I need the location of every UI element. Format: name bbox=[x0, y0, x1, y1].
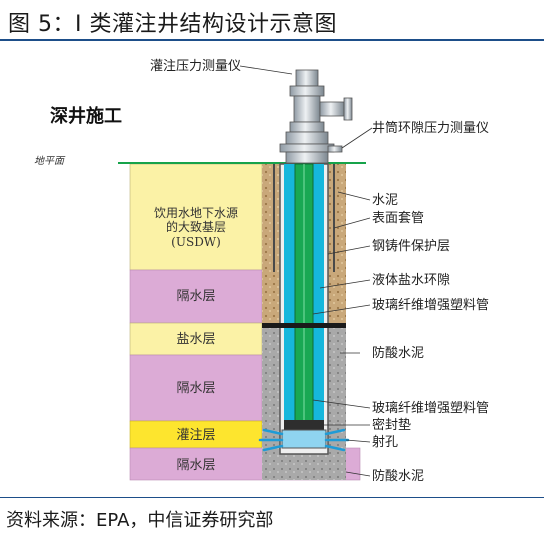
figure-title: 图 5：I 类灌注井结构设计示意图 bbox=[8, 12, 337, 37]
injection-layer bbox=[129, 420, 263, 449]
aquitard-layer-2 bbox=[129, 354, 263, 422]
callout-acid-cement-2: 防酸水泥 bbox=[372, 468, 424, 484]
callout-liquid-brine: 液体盐水环隙 bbox=[372, 273, 450, 288]
callout-frp-pipe-1: 玻璃纤维增强塑料管 bbox=[372, 298, 489, 313]
packer bbox=[284, 420, 324, 430]
usdw-layer bbox=[129, 163, 263, 271]
callout-steel-casing: 钢铸件保护层 bbox=[372, 238, 450, 254]
casing-band bbox=[262, 323, 346, 328]
ground-label: 地平面 bbox=[34, 155, 66, 167]
usdw-label-3: (USDW) bbox=[171, 235, 221, 249]
source-divider bbox=[0, 497, 544, 498]
aquitard-label-3: 隔水层 bbox=[176, 458, 215, 473]
usdw-label-2: 的大致基层 bbox=[166, 219, 226, 234]
callout-acid-cement-1: 防酸水泥 bbox=[372, 345, 424, 361]
open-hole bbox=[281, 429, 327, 449]
well-diagram: 灌注压力测量仪 深井施工 地平面 井筒环隙压力测量仪 饮用水地下水源 的大致基层… bbox=[34, 59, 489, 484]
aquitard-label-2: 隔水层 bbox=[176, 381, 215, 396]
annulus-gauge-label: 井筒环隙压力测量仪 bbox=[372, 120, 489, 136]
aquitard-label-1: 隔水层 bbox=[176, 289, 215, 304]
wellhead bbox=[279, 69, 353, 164]
callout-packer: 密封垫 bbox=[372, 417, 411, 433]
brine-label: 盐水层 bbox=[176, 332, 215, 347]
usdw-label-1: 饮用水地下水源 bbox=[154, 206, 238, 220]
callout-perforation: 射孔 bbox=[372, 434, 398, 450]
injection-label: 灌注层 bbox=[176, 428, 215, 443]
callout-frp-pipe-2: 玻璃纤维增强塑料管 bbox=[372, 401, 489, 416]
callout-surface-casing: 表面套管 bbox=[372, 210, 424, 226]
aquitard-layer-1 bbox=[129, 269, 263, 324]
brine-layer bbox=[129, 322, 263, 356]
title-divider bbox=[0, 39, 544, 41]
section-title: 深井施工 bbox=[50, 105, 122, 127]
perforation-jets bbox=[258, 428, 350, 452]
source-note: 资料来源：EPA，中信证券研究部 bbox=[6, 510, 274, 531]
callout-cement: 水泥 bbox=[372, 193, 398, 208]
top-gauge-label: 灌注压力测量仪 bbox=[150, 59, 241, 74]
